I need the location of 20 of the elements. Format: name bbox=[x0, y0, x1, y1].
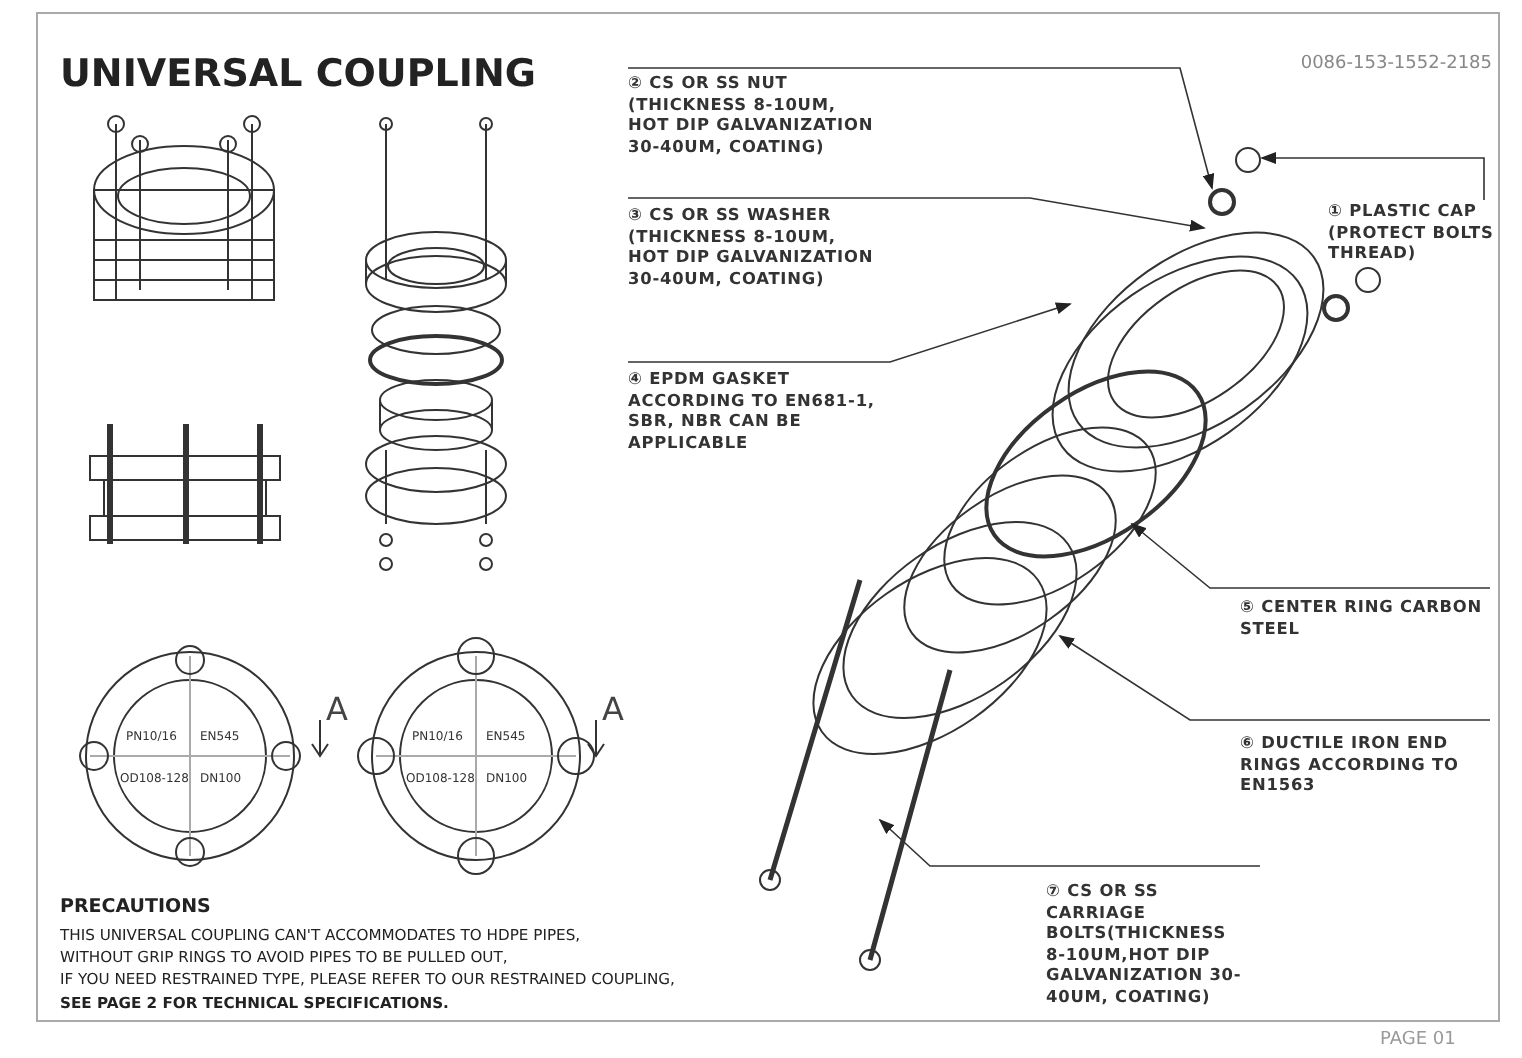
callout-text: ⑤ CENTER RING CARBON STEEL bbox=[1240, 596, 1490, 638]
phone-number: 0086-153-1552-2185 bbox=[1298, 54, 1492, 74]
section-letter: A bbox=[326, 690, 348, 728]
callout-text: ⑦ CS OR SS CARRIAGE BOLTS(THICKNESS 8-10UM,HOT DIP GALVANIZATION 30-40UM, COATING) bbox=[1046, 880, 1246, 1006]
heading: PRECAUTIONS bbox=[60, 896, 211, 918]
leader-line bbox=[1058, 634, 1491, 721]
page-number: PAGE 01 bbox=[1380, 1030, 1456, 1050]
leader-line bbox=[627, 67, 1215, 190]
leader-line bbox=[1260, 152, 1485, 201]
leader-line bbox=[627, 302, 1072, 363]
leader-line bbox=[1130, 522, 1491, 589]
callout-text: ② CS OR SS NUT (THICKNESS 8-10UM, HOT DIP GALVANIZATION 30-40UM, COATING) bbox=[628, 72, 878, 156]
callout-text: ① PLASTIC CAP (PROTECT BOLTS THREAD) bbox=[1328, 200, 1496, 263]
leader-line bbox=[878, 818, 1261, 867]
page-title: UNIVERSAL COUPLING bbox=[60, 52, 536, 96]
callout-text: ⑥ DUCTILE IRON END RINGS ACCORDING TO EN1563 bbox=[1240, 732, 1490, 795]
leader-line bbox=[627, 197, 1206, 232]
callout-text: ③ CS OR SS WASHER (THICKNESS 8-10UM, HOT DIP GALVANIZATION 30-40UM, COATING) bbox=[628, 204, 878, 288]
callout-text: ④ EPDM GASKET ACCORDING TO EN681-1, SBR, NBR CAN BE APPLICABLE bbox=[628, 368, 878, 452]
section-letter: A bbox=[602, 690, 624, 728]
